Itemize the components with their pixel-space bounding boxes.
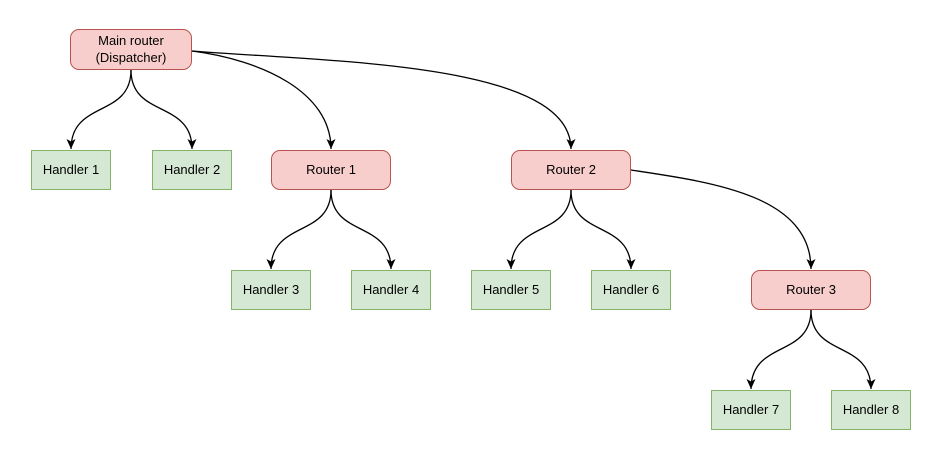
node-label-h7: Handler 7 [722,401,780,417]
edge-r3-to-h8 [810,309,876,390]
node-label-h8: Handler 8 [842,401,900,417]
node-label-r1: Router 1 [306,161,356,177]
node-label-r3: Router 3 [786,281,836,297]
node-h1[interactable]: Handler 1 [31,150,111,190]
edge-r2-to-h6 [570,189,636,270]
node-main[interactable]: Main router (Dispatcher) [70,29,192,70]
node-r3[interactable]: Router 3 [751,270,871,310]
node-r2[interactable]: Router 2 [511,150,631,190]
node-label-h6: Handler 6 [602,281,660,297]
edge-main-to-r1 [191,50,336,150]
node-h7[interactable]: Handler 7 [711,390,791,430]
node-h4[interactable]: Handler 4 [351,270,431,310]
node-h8[interactable]: Handler 8 [831,390,911,430]
edge-r1-to-h3 [266,189,332,270]
edge-r2-to-r3 [630,169,816,270]
node-h6[interactable]: Handler 6 [591,270,671,310]
edge-r2-to-h5 [506,189,572,270]
node-label-r2: Router 2 [546,161,596,177]
node-label-h5: Handler 5 [482,281,540,297]
node-label-h1: Handler 1 [42,161,100,177]
node-label-h4: Handler 4 [362,281,420,297]
edge-r1-to-h4 [330,189,396,270]
edge-main-to-r2 [191,50,576,150]
node-h5[interactable]: Handler 5 [471,270,551,310]
node-h3[interactable]: Handler 3 [231,270,311,310]
edge-main-to-h1 [66,69,132,150]
edge-r3-to-h7 [746,309,812,390]
node-label-h2: Handler 2 [163,161,221,177]
node-label-main: Main router (Dispatcher) [95,33,167,65]
node-h2[interactable]: Handler 2 [152,150,232,190]
node-label-h3: Handler 3 [242,281,300,297]
edge-main-to-h2 [130,69,197,150]
node-r1[interactable]: Router 1 [271,150,391,190]
